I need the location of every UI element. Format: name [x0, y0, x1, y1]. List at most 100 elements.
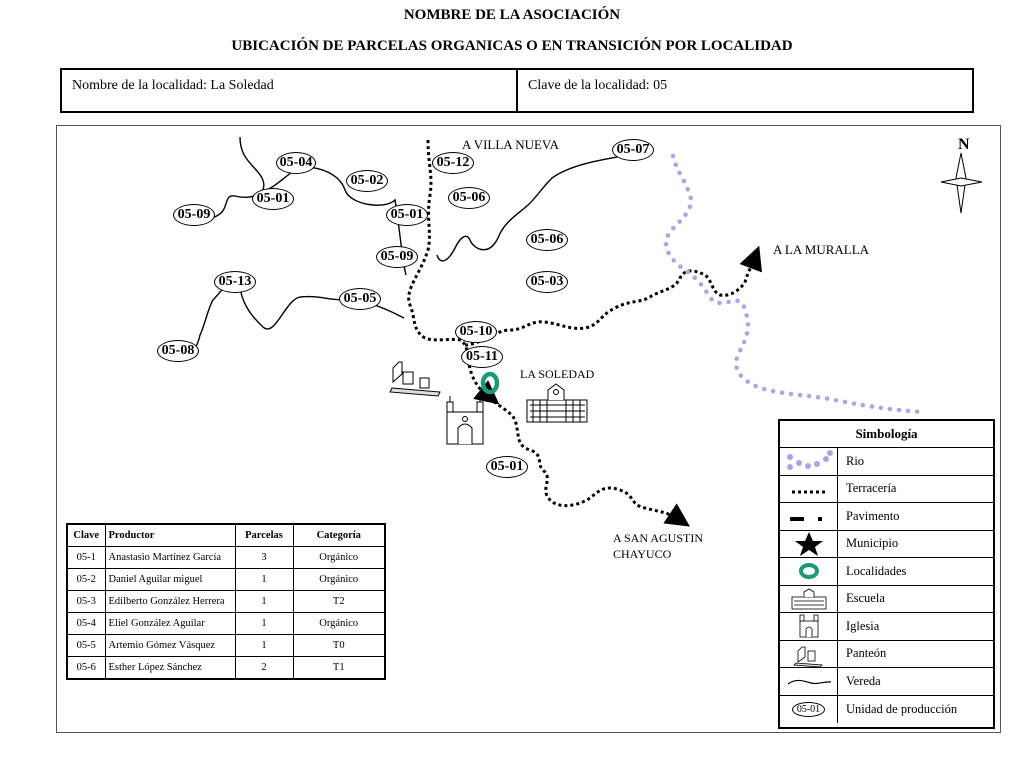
cell-productor: Daniel Aguilar miguel	[104, 568, 236, 591]
cell-parcelas: 1	[234, 590, 294, 613]
cell-parcelas: 2	[234, 656, 294, 680]
parcel-05-06[interactable]: 05-06	[448, 187, 490, 209]
north-arrow-icon	[940, 152, 983, 214]
table-row: 05-1 Anastasio Martínez García 3 Orgánic…	[66, 546, 386, 569]
church-icon	[446, 396, 484, 445]
river-dots-icon	[786, 450, 833, 471]
trail-icon	[787, 680, 831, 685]
school-icon	[526, 383, 588, 423]
header-categoria: Categoría	[292, 523, 386, 547]
parcel-05-11[interactable]: 05-11	[461, 346, 503, 368]
legend-label-unidad: Unidad de producción	[846, 701, 958, 716]
cell-clave: 05-1	[66, 546, 106, 569]
dirt-roads	[407, 139, 763, 527]
villa-nueva-label: A VILLA NUEVA	[462, 137, 560, 152]
cell-categoria: Orgánico	[292, 546, 386, 569]
locality-key: Clave de la localidad: 05	[516, 70, 972, 111]
cell-parcelas: 3	[234, 546, 294, 569]
cell-parcelas: 1	[234, 612, 294, 635]
legend-label-terraceria: Terracería	[846, 481, 897, 496]
legend-label-vereda: Vereda	[846, 673, 881, 688]
legend-row-terraceria: Terracería	[780, 475, 993, 503]
parcel-05-10[interactable]: 05-10	[455, 321, 497, 343]
cell-categoria: T0	[292, 634, 386, 657]
header-parcelas: Parcelas	[234, 523, 294, 547]
legend-row-panteon: Panteón	[780, 640, 993, 668]
parcel-05-01[interactable]: 05-01	[252, 188, 294, 210]
church-icon	[799, 614, 818, 638]
star-icon	[794, 531, 823, 556]
parcel-05-05[interactable]: 05-05	[339, 288, 381, 310]
map-subtitle: UBICACIÓN DE PARCELAS ORGANICAS O EN TRA…	[231, 38, 793, 54]
river	[663, 153, 925, 415]
legend-row-municipio: Municipio	[780, 530, 993, 558]
legend-label-panteon: Panteón	[846, 646, 887, 661]
table-row: 05-5 Artemio Gómez Vásquez 1 T0	[66, 634, 386, 657]
north-label: N	[958, 136, 970, 153]
parcel-05-13[interactable]: 05-13	[214, 271, 256, 293]
cell-parcelas: 1	[234, 634, 294, 657]
legend-row-vereda: Vereda	[780, 668, 993, 696]
cell-productor: Anastasio Martínez García	[104, 546, 236, 569]
parcel-05-01[interactable]: 05-01	[386, 204, 428, 226]
cell-clave: 05-6	[66, 656, 106, 680]
locality-info-box: Nombre de la localidad: La Soledad Clave…	[60, 68, 974, 113]
parcel-05-03[interactable]: 05-03	[526, 271, 568, 293]
cell-categoria: Orgánico	[292, 568, 386, 591]
parcel-05-09[interactable]: 05-09	[376, 246, 418, 268]
legend-title: Simbología	[780, 421, 993, 448]
header-productor: Productor	[104, 523, 236, 547]
locality-name: Nombre de la localidad: La Soledad	[72, 78, 274, 93]
legend-label-escuela: Escuela	[846, 591, 885, 606]
legend-label-pavimento: Pavimento	[846, 508, 900, 523]
parcel-ellipse-icon: 05-01	[791, 701, 826, 717]
legend-row-pavimento: Pavimento	[780, 503, 993, 531]
cell-productor: Eliel González Aguilar	[104, 612, 236, 635]
la-soledad-label: LA SOLEDAD	[520, 367, 595, 381]
cell-categoria: Orgánico	[292, 612, 386, 635]
cell-clave: 05-4	[66, 612, 106, 635]
cell-clave: 05-3	[66, 590, 106, 613]
table-row: 05-4 Eliel González Aguilar 1 Orgánico	[66, 612, 386, 635]
header-clave: Clave	[66, 523, 106, 547]
cell-productor: Esther López Sánchez	[104, 656, 236, 680]
locality-ring-icon	[480, 371, 500, 395]
parcel-05-12[interactable]: 05-12	[432, 152, 474, 174]
legend: Simbología Rio Terracería Pavimento Muni…	[778, 419, 995, 729]
cell-clave: 05-2	[66, 568, 106, 591]
parcel-05-08[interactable]: 05-08	[157, 340, 199, 362]
parcel-05-01[interactable]: 05-01	[486, 456, 528, 478]
legend-row-escuela: Escuela	[780, 585, 993, 613]
legend-row-iglesia: Iglesia	[780, 613, 993, 641]
legend-row-rio: Rio	[780, 448, 993, 476]
parcel-05-02[interactable]: 05-02	[346, 170, 388, 192]
legend-label-iglesia: Iglesia	[846, 618, 880, 633]
producers-table: Clave Productor Parcelas Categoría 05-1 …	[66, 523, 386, 680]
legend-label-rio: Rio	[846, 453, 865, 468]
school-icon	[791, 588, 826, 610]
dirt-road-icon	[791, 490, 828, 494]
road-to-villa-nueva	[407, 139, 500, 405]
parcel-05-07[interactable]: 05-07	[612, 139, 654, 161]
parcel-05-04[interactable]: 05-04	[276, 152, 316, 174]
parcel-05-06[interactable]: 05-06	[526, 229, 568, 251]
cemetery-icon	[389, 361, 441, 397]
cell-productor: Edilberto González Herrera	[104, 590, 236, 613]
la-muralla-label: A LA MURALLA	[773, 242, 870, 257]
legend-label-municipio: Municipio	[846, 536, 899, 551]
cemetery-icon	[792, 646, 823, 667]
trail-west-long	[239, 282, 405, 330]
association-title: NOMBRE DE LA ASOCIACIÓN	[403, 7, 621, 23]
map-frame	[56, 125, 1001, 733]
locality-ring-icon	[798, 563, 819, 580]
road-to-la-muralla	[464, 245, 763, 347]
paved-road-icon	[789, 517, 822, 522]
legend-label-localidades: Localidades	[846, 563, 907, 578]
table-row: 05-6 Esther López Sánchez 2 T1	[66, 656, 386, 680]
cell-productor: Artemio Gómez Vásquez	[104, 634, 236, 657]
parcel-05-09[interactable]: 05-09	[173, 204, 215, 226]
cell-categoria: T1	[292, 656, 386, 680]
cell-parcelas: 1	[234, 568, 294, 591]
road-to-san-agustin	[488, 396, 690, 527]
producers-header-row: Clave Productor Parcelas Categoría	[66, 523, 386, 547]
